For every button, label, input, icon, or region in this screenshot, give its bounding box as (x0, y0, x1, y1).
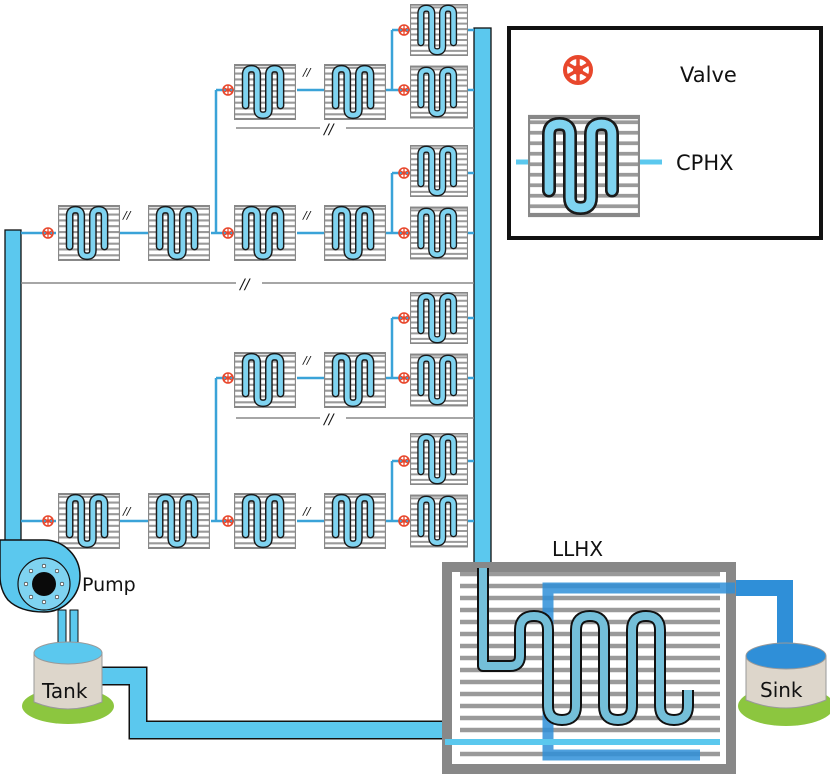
divider-lines (21, 127, 474, 419)
cphx-icon (410, 67, 468, 118)
sink (738, 642, 830, 726)
pump-label: Pump (82, 574, 136, 596)
cphx-icon (58, 494, 120, 548)
cphx-icon (234, 494, 296, 548)
break-mark: // (302, 209, 312, 222)
valve-icon (563, 55, 593, 85)
break-mark: // (322, 122, 335, 138)
legend-cphx-label: CPHX (676, 151, 734, 175)
break-marks: // // // // // // // // // (122, 66, 335, 518)
cphx-icon (528, 117, 640, 215)
break-mark: // (122, 505, 132, 518)
break-mark: // (322, 412, 335, 428)
cphx-icon (410, 293, 468, 344)
tank (22, 641, 114, 724)
cphx-icon (324, 65, 386, 119)
cphx-icon (410, 434, 468, 485)
legend-box: Valve CPHX (507, 26, 823, 240)
legend-valve-label: Valve (680, 63, 737, 87)
main-pipes (4, 27, 793, 740)
cphx-icon (234, 65, 296, 119)
pump-icon (0, 539, 81, 613)
break-mark: // (122, 209, 132, 222)
break-mark: // (302, 505, 312, 518)
cphx-icon (234, 353, 296, 407)
cphx-icon (410, 5, 468, 56)
sink-label: Sink (760, 678, 803, 702)
cphx-icon (148, 494, 210, 548)
return-stubs (468, 28, 474, 523)
cphx-icon (148, 206, 210, 260)
llhx-label: LLHX (552, 537, 603, 561)
llhx-exchanger (442, 562, 736, 774)
cphx-icon (324, 353, 386, 407)
break-mark: // (238, 277, 251, 293)
break-mark: // (302, 66, 312, 79)
cphx-icon (410, 208, 468, 259)
cphx-icon (324, 494, 386, 548)
cphx-icon (324, 206, 386, 260)
supply-lines (21, 28, 474, 523)
cphx-icon (234, 206, 296, 260)
cphx-icon (58, 206, 120, 260)
cphx-icon (410, 146, 468, 197)
tank-label: Tank (41, 679, 88, 703)
cphx-icon (410, 355, 468, 406)
cphx-icon (410, 496, 468, 547)
break-mark: // (302, 354, 312, 367)
